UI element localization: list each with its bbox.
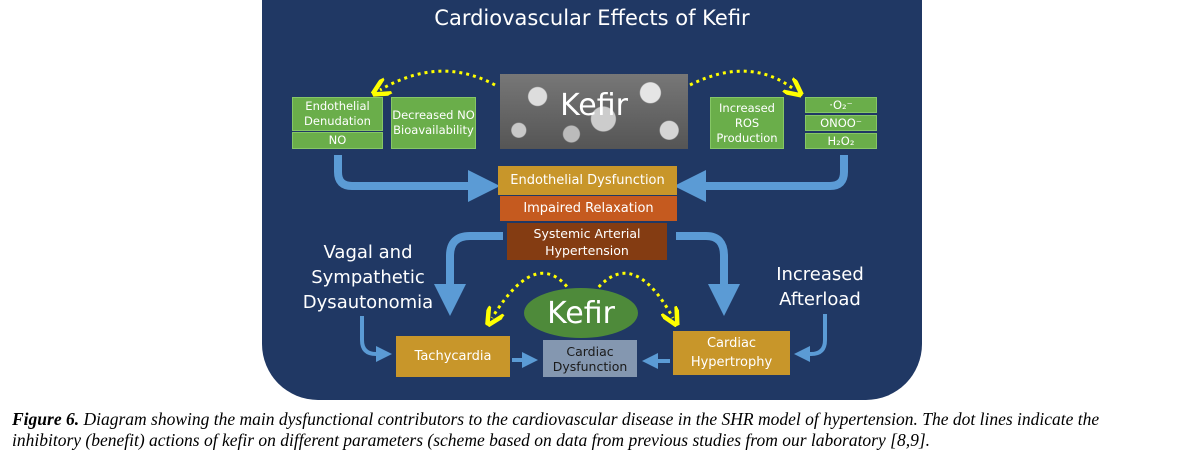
cardiac-hypertrophy-box: Cardiac Hypertrophy xyxy=(673,331,790,375)
decreased-no-box: Decreased NO Bioavailability xyxy=(391,97,476,149)
afterload-label: Increased Afterload xyxy=(776,264,864,310)
caption-label: Figure 6. xyxy=(12,409,80,429)
dotted-kefir-to-hypertrophy xyxy=(588,271,673,318)
arrow-right-to-endothelial xyxy=(674,155,848,202)
endothelial-dysfunction-box: Endothelial Dysfunction xyxy=(498,166,677,195)
kefir-microscopy-image: Kefir xyxy=(500,74,688,149)
diagram-title: Cardiovascular Effects of Kefir xyxy=(434,6,750,30)
cardiac-dysfunction-box: Cardiac Dysfunction xyxy=(543,340,637,377)
arrow-to-tachycardia xyxy=(434,232,503,316)
superoxide-box: ·O₂⁻ xyxy=(805,97,877,113)
peroxynitrite-box: ONOO⁻ xyxy=(805,115,877,131)
impaired-relaxation-box: Impaired Relaxation xyxy=(500,196,677,221)
increased-ros-box: Increased ROS Production xyxy=(710,97,784,149)
dotted-kefir-to-left xyxy=(380,69,496,90)
endothelial-denudation-box: Endothelial Denudation xyxy=(292,97,383,131)
systemic-hypertension-box: Systemic Arterial Hypertension xyxy=(507,223,667,260)
arrow-afterload xyxy=(794,314,827,362)
hydrogen-peroxide-box: H₂O₂ xyxy=(805,133,877,149)
tachycardia-box: Tachycardia xyxy=(396,336,510,377)
kefir-image-label: Kefir xyxy=(560,88,628,123)
figure-caption: Figure 6. Diagram showing the main dysfu… xyxy=(12,409,1172,451)
arrow-dysautonomia xyxy=(360,316,392,362)
dysautonomia-label: Vagal and Sympathetic Dysautonomia xyxy=(302,242,434,313)
kefir-ellipse: Kefir xyxy=(524,288,638,338)
no-box: NO xyxy=(292,132,383,149)
caption-text: Diagram showing the main dysfunctional c… xyxy=(12,409,1100,450)
arrow-left-to-endothelial xyxy=(334,155,500,202)
arrow-to-hypertrophy xyxy=(676,232,740,316)
dotted-kefir-to-right xyxy=(689,69,795,90)
